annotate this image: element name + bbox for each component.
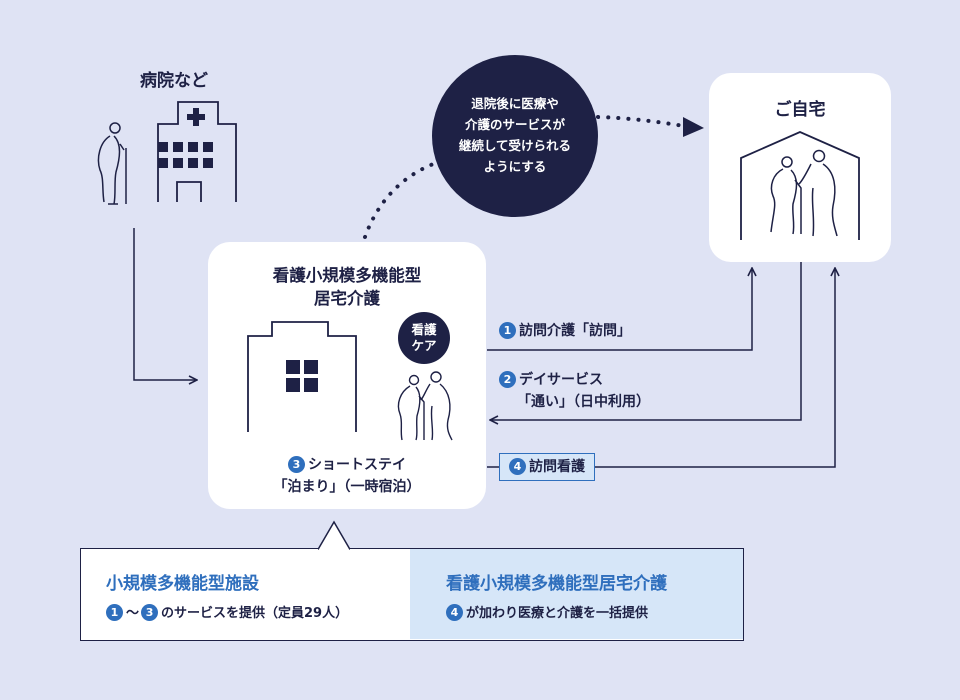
number-badge-1: 1: [106, 604, 123, 621]
day-service-line2: 「通い」（日中利用）: [517, 394, 650, 410]
dotted-arrowhead: [683, 117, 704, 137]
facility-title-line2: 居宅介護: [314, 289, 380, 308]
bubble-line: 介護のサービスが: [464, 117, 565, 132]
hospital-label: 病院など: [140, 71, 208, 91]
facility-building-icon: [247, 321, 357, 432]
bubble-line: 退院後に医療や: [471, 96, 559, 111]
legend-pointer: [318, 520, 350, 551]
legend-left-desc-text: のサービスを提供（定員29人）: [161, 606, 349, 621]
bubble-line: ようにする: [483, 159, 547, 174]
number-badge-4: 4: [446, 604, 463, 621]
hospital-to-facility-arrow: [133, 228, 197, 380]
legend-right-panel: [410, 549, 743, 639]
visit-arrow: [487, 268, 752, 351]
info-bubble: 退院後に医療や 介護のサービスが 継続して受けられる ようにする: [432, 55, 598, 217]
caregiver-elderly-icon: [397, 371, 453, 441]
legend-range-sep: ～: [126, 606, 140, 621]
nursing-arrow: [487, 268, 835, 468]
bubble-line: 継続して受けられる: [458, 138, 572, 153]
home-label: ご自宅: [774, 100, 826, 120]
number-badge-3: 3: [141, 604, 159, 621]
day-service-arrow: [490, 262, 802, 420]
legend-left-title: 小規模多機能型施設: [106, 574, 259, 594]
legend-right-desc-text: が加わり医療と介護を一括提供: [466, 606, 649, 621]
badge-line1: 看護: [411, 322, 437, 337]
short-stay-line1: ショートステイ: [308, 457, 406, 473]
dotted-curve-left: [363, 158, 447, 239]
short-stay-line2: 「泊まり」（一時宿泊）: [273, 479, 421, 495]
badge-line2: ケア: [411, 338, 437, 353]
facility-title: 看護小規模多機能型 居宅介護: [208, 264, 486, 310]
visit-nursing-text: 訪問看護: [529, 459, 585, 475]
number-badge-3: 3: [288, 456, 305, 473]
house-icon: [740, 131, 860, 240]
number-badge-4: 4: [509, 458, 526, 475]
number-badge-2: 2: [499, 371, 516, 388]
hospital-icon: [97, 101, 237, 205]
day-service-line1: デイサービス: [519, 372, 603, 388]
nursing-care-badge: 看護 ケア: [398, 312, 450, 364]
home-card: ご自宅: [709, 73, 891, 262]
legend-right-title: 看護小規模多機能型居宅介護: [446, 574, 667, 594]
dotted-line-right: [596, 115, 686, 128]
facility-title-line1: 看護小規模多機能型: [272, 266, 422, 285]
visit-care-text: 訪問介護「訪問」: [519, 323, 631, 339]
number-badge-1: 1: [499, 322, 516, 339]
